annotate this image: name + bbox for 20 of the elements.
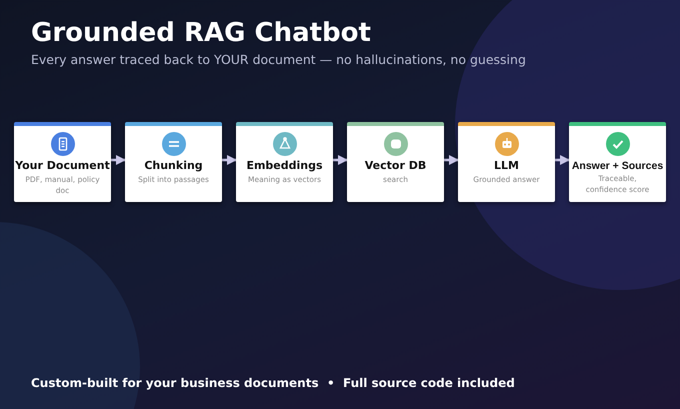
arrow bbox=[444, 155, 459, 165]
step-title: Vector DB bbox=[364, 160, 426, 173]
step-title: Your Document bbox=[15, 160, 110, 173]
step-card bbox=[14, 122, 111, 202]
arrow bbox=[555, 155, 570, 165]
step-title: Chunking bbox=[144, 160, 203, 173]
step-card bbox=[125, 122, 222, 202]
step-title: Answer + Sources bbox=[572, 160, 664, 172]
step-title: Embeddings bbox=[246, 160, 323, 173]
arrow bbox=[111, 155, 126, 165]
footer-note: Custom-built for your business documents • Full source code included bbox=[31, 376, 515, 390]
arrow bbox=[222, 155, 237, 165]
arrow bbox=[333, 155, 348, 165]
step-card bbox=[569, 122, 666, 202]
subtitle: Every answer traced back to YOUR document — no hallucinations, no guessing bbox=[31, 52, 526, 67]
step-card bbox=[236, 122, 333, 202]
step-card bbox=[458, 122, 555, 202]
step-title: LLM bbox=[494, 160, 519, 173]
step-card bbox=[347, 122, 444, 202]
title: Grounded RAG Chatbot bbox=[31, 18, 371, 48]
